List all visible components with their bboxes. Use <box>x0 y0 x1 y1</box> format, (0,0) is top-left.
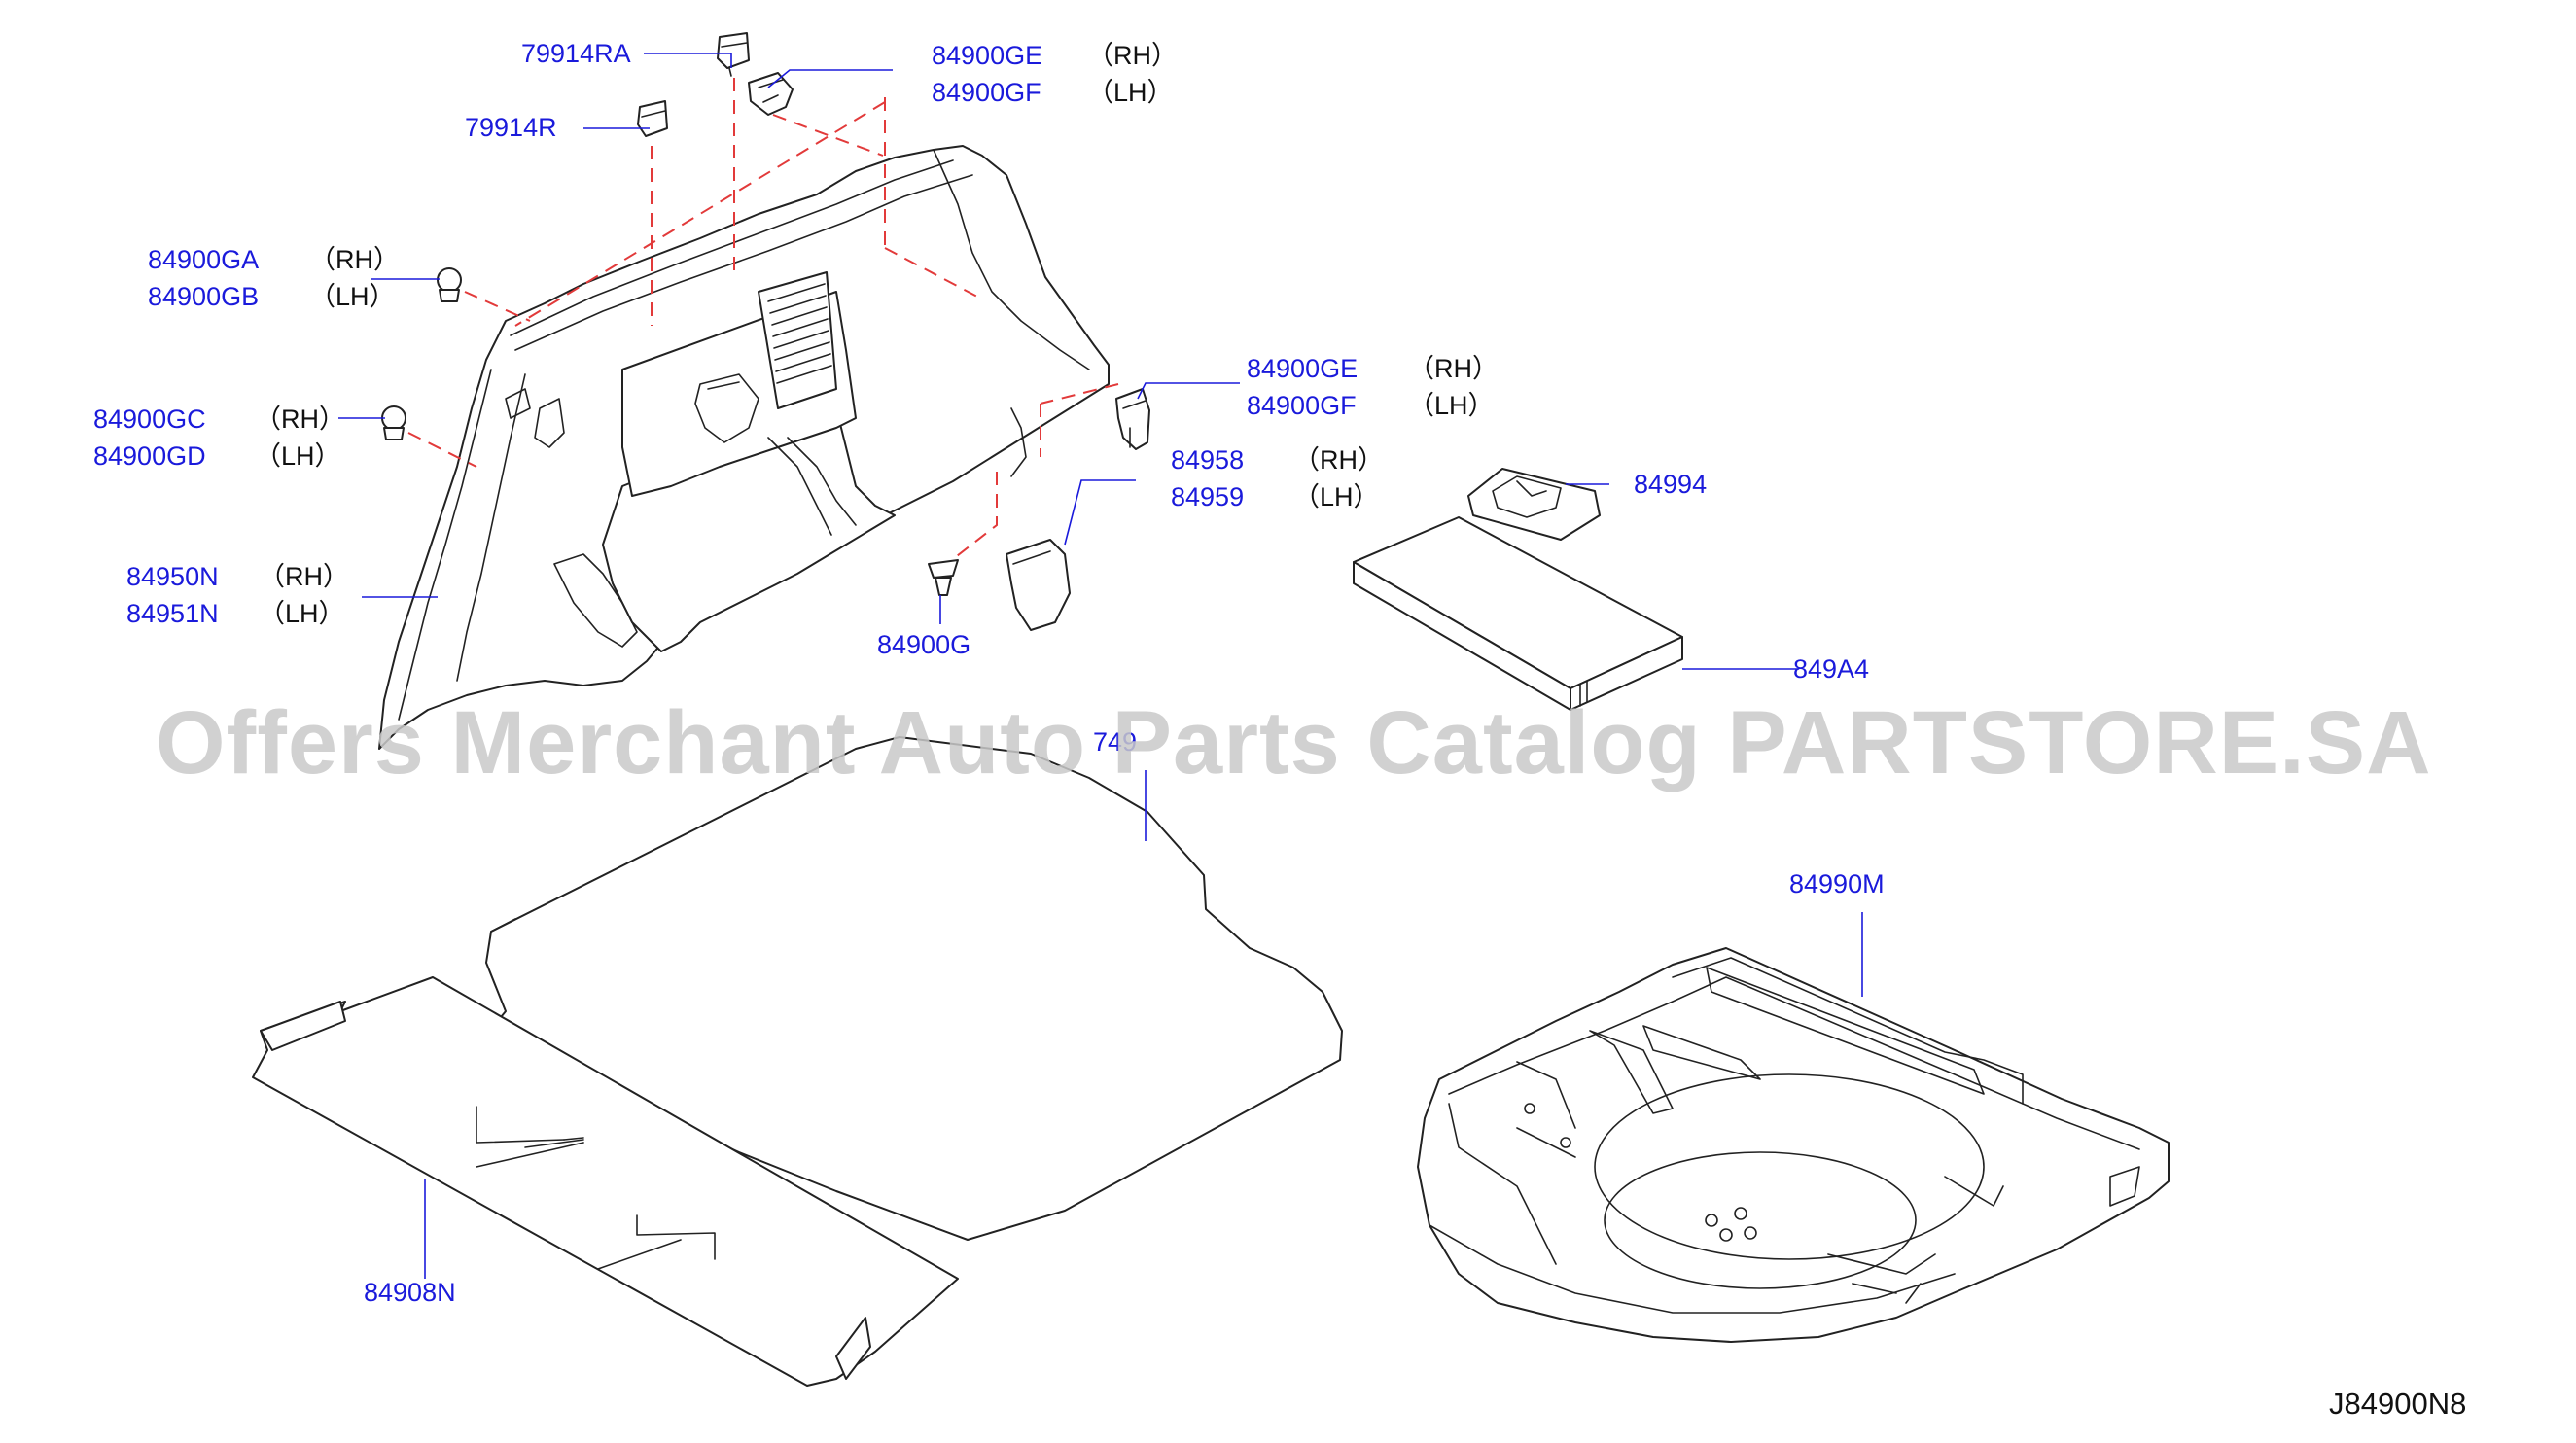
assembly-guides <box>407 78 1119 560</box>
clip-79914R <box>637 100 668 137</box>
clip-84900G <box>928 559 959 596</box>
side-lh-959: （LH） <box>1293 482 1380 511</box>
side-lh-gd: （LH） <box>255 441 341 471</box>
vent-grille <box>758 271 837 409</box>
side-rh-958: （RH） <box>1293 445 1384 475</box>
diagram-code: J84900N8 <box>2329 1387 2466 1421</box>
callout-84994: 84994 <box>1634 470 1707 499</box>
leader-lines <box>338 53 1863 1279</box>
callout-749: 749 <box>1093 727 1137 757</box>
callout-84900GC: 84900GC <box>93 405 206 434</box>
callout-79914RA: 79914RA <box>521 39 631 68</box>
grommet-84900GC <box>381 405 406 440</box>
side-rh-950: （RH） <box>259 562 349 591</box>
callout-84900GF-right: 84900GF <box>1247 391 1357 420</box>
callout-84950N: 84950N <box>126 562 219 591</box>
callout-84990M: 84990M <box>1789 869 1885 898</box>
callout-84900GE-right: 84900GE <box>1247 354 1358 383</box>
side-lh-top: （LH） <box>1087 78 1174 107</box>
side-rh-ga: （RH） <box>309 245 400 274</box>
callout-84900GE-top: 84900GE <box>932 41 1042 70</box>
callout-84900GF-top: 84900GF <box>932 78 1041 107</box>
callout-84900GD: 84900GD <box>93 441 206 471</box>
callout-84900G: 84900G <box>877 630 970 659</box>
side-trim-panel <box>378 145 1110 750</box>
cap-84958 <box>1006 539 1071 631</box>
callout-84958: 84958 <box>1171 445 1244 475</box>
floor-box-849A4 <box>1353 516 1683 711</box>
side-lh-gb: （LH） <box>309 282 396 311</box>
clip-84900GE-top <box>748 72 794 116</box>
grommet-84900GA <box>437 267 462 302</box>
watermark-text: Offers Merchant Auto Parts Catalog PARTS… <box>156 693 2432 792</box>
callout-79914R: 79914R <box>465 113 557 142</box>
side-lh-951: （LH） <box>259 599 345 628</box>
floor-mat-84908N <box>252 976 959 1387</box>
side-rh-right: （RH） <box>1408 354 1499 383</box>
side-rh-gc: （RH） <box>255 405 345 434</box>
callout-84951N: 84951N <box>126 599 219 628</box>
spare-tire-tub-84990M <box>1417 947 2170 1343</box>
clip-79914RA <box>717 32 750 77</box>
callout-84900GB: 84900GB <box>148 282 259 311</box>
callout-84908N: 84908N <box>364 1278 456 1307</box>
callout-84959: 84959 <box>1171 482 1244 511</box>
callout-849A4: 849A4 <box>1793 654 1869 684</box>
clip-84900GE-right <box>1115 388 1150 450</box>
callout-84900GA: 84900GA <box>148 245 259 274</box>
side-lh-right: （LH） <box>1408 391 1495 420</box>
side-rh-top: （RH） <box>1087 41 1178 70</box>
hook-84994 <box>1467 468 1601 541</box>
